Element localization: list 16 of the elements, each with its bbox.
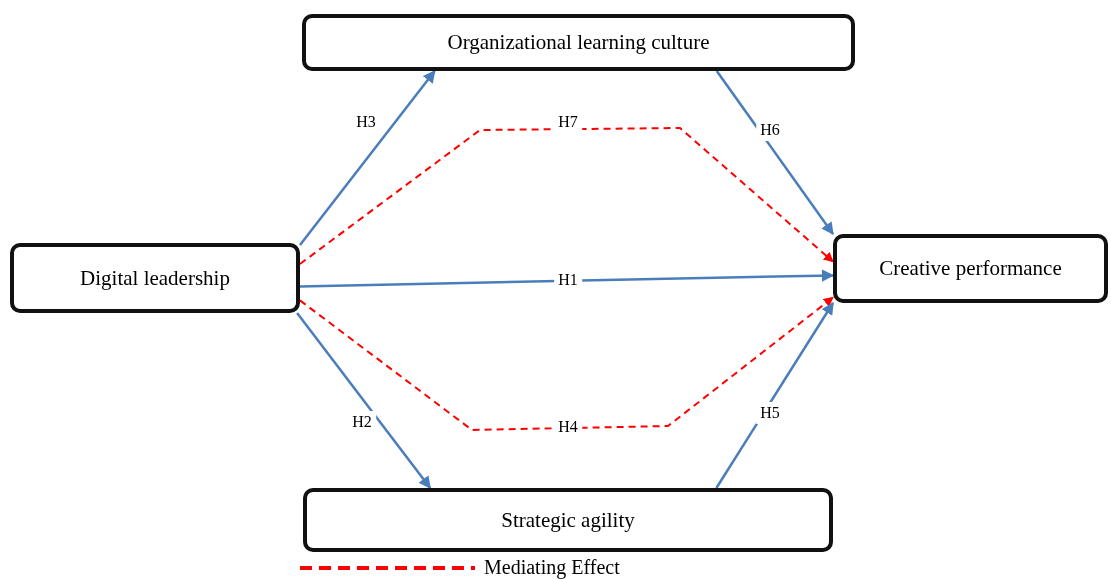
- arrow: [715, 70, 834, 235]
- node-label: Strategic agility: [501, 507, 635, 533]
- arrow: [715, 301, 835, 489]
- process-box: [833, 234, 1108, 303]
- process-box: [10, 243, 300, 313]
- node-label: Organizational learning culture: [447, 30, 710, 55]
- arrow: [299, 296, 834, 431]
- arrow: [296, 312, 432, 489]
- legend-label: Mediating Effect: [484, 556, 620, 579]
- arrow: [299, 269, 835, 288]
- node-label: Digital leadership: [80, 265, 230, 291]
- process-box: [303, 488, 833, 552]
- arrow: [299, 127, 834, 265]
- arrow: [299, 70, 436, 246]
- process-box: [302, 14, 855, 71]
- node-label: Creative performance: [879, 256, 1062, 281]
